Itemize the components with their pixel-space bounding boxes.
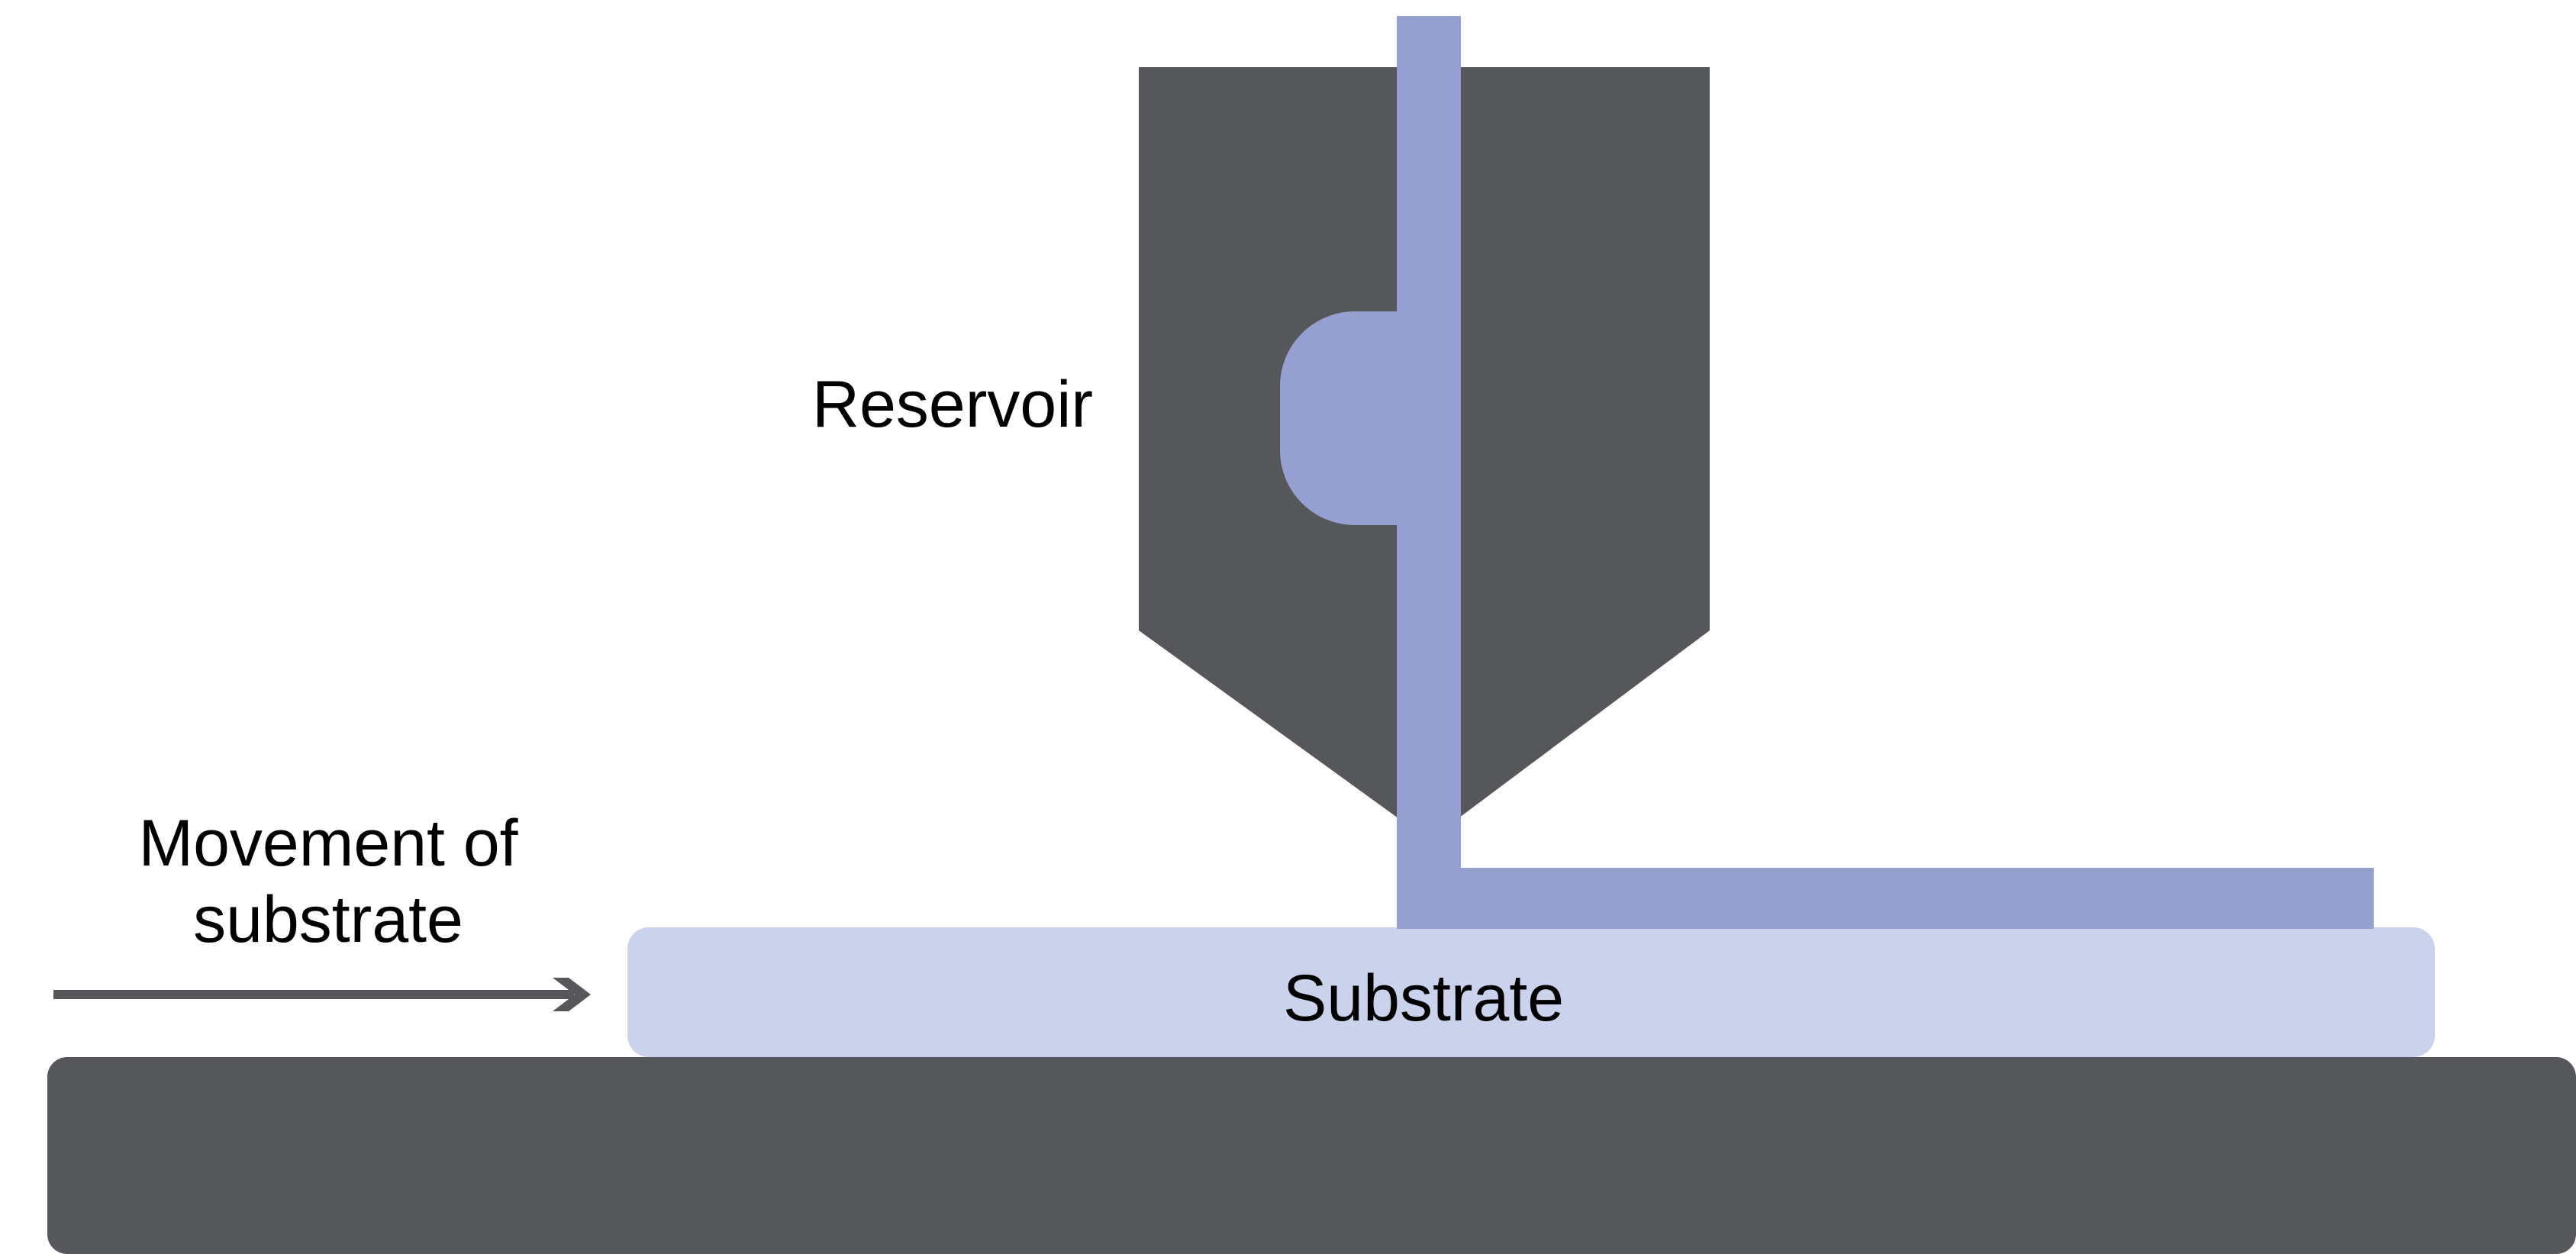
substrate-slab [627, 927, 2435, 1057]
reservoir-ink-bulge [1280, 311, 1404, 525]
movement-label-line-2: substrate [193, 883, 463, 956]
nozzle-ink-channel [1397, 16, 1461, 929]
stage-platform [47, 1057, 2576, 1254]
deposited-ink-line [1397, 868, 2374, 929]
substrate-label: Substrate [1282, 962, 1565, 1035]
movement-of-substrate-label: Movement of substrate [99, 805, 557, 958]
movement-arrow-head [553, 978, 591, 1011]
reservoir-label: Reservoir [812, 368, 1093, 441]
movement-label-line-1: Movement of [138, 807, 518, 880]
